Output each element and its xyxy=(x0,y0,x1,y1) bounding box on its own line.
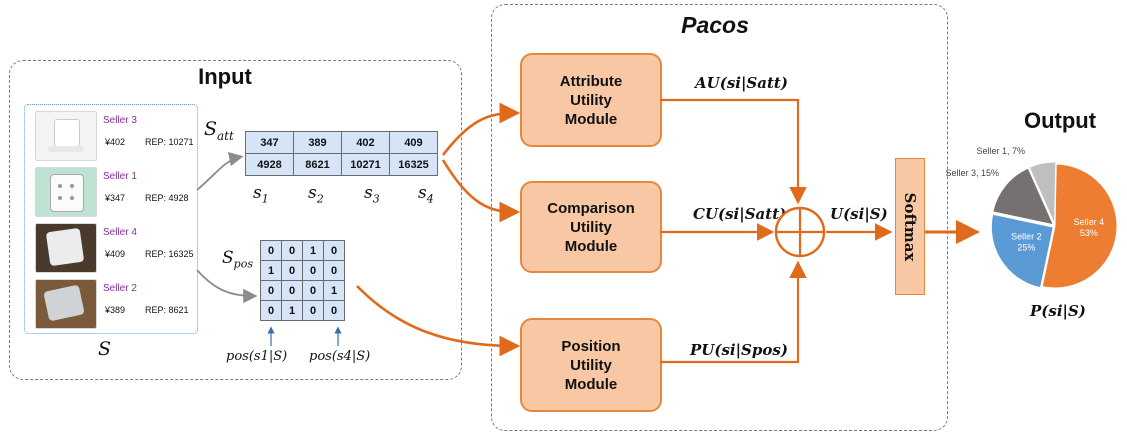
seller-price: ¥409 xyxy=(105,249,126,259)
seller-row: Seller 1 ¥347 REP: 4928 xyxy=(31,165,195,217)
input-title: Input xyxy=(198,64,252,89)
seller-rep: REP: 8621 xyxy=(145,305,189,315)
s-pos-label: Spos xyxy=(222,248,253,271)
reputation-cell: 16325 xyxy=(389,153,438,176)
pacos-container xyxy=(491,4,948,431)
column-label-s1: s1 xyxy=(253,183,269,206)
seller-rep: REP: 4928 xyxy=(145,193,189,203)
column-label-s2: s2 xyxy=(308,183,324,206)
att-to-comparison-arrow xyxy=(441,159,521,223)
attribute-table: 347 389 402 409 4928 8621 10271 16325 xyxy=(245,131,438,176)
pie-slice xyxy=(992,167,1055,226)
seller-list: Seller 3 ¥402 REP: 10271 Seller 1 ¥347 R… xyxy=(24,104,198,334)
p-formula: P(si|S) xyxy=(1030,302,1086,320)
matrix-cell: 0 xyxy=(302,300,324,321)
seller-row: Seller 2 ¥389 REP: 8621 xyxy=(31,277,195,329)
output-title: Output xyxy=(1023,108,1097,133)
seller-name: Seller 3 xyxy=(103,115,137,126)
pos-to-position-arrow xyxy=(356,285,521,357)
product-image xyxy=(35,279,97,329)
matrix-cell: 1 xyxy=(260,260,282,281)
cu-formula: CU(si|Satt) xyxy=(693,205,787,223)
seller-set-label: S xyxy=(98,338,112,360)
seller-name: Seller 1 xyxy=(103,171,137,182)
position-annotation-left: pos(s1|S) xyxy=(226,349,288,364)
seller-rep: REP: 10271 xyxy=(145,137,194,147)
att-to-attribute-arrow xyxy=(441,102,521,156)
seller-row: Seller 3 ¥402 REP: 10271 xyxy=(31,109,195,161)
matrix-cell: 1 xyxy=(281,300,303,321)
attribute-utility-module: Attribute Utility Module xyxy=(520,53,662,147)
pu-formula: PU(si|Spos) xyxy=(690,341,788,359)
matrix-cell: 1 xyxy=(302,240,324,261)
u-formula: U(si|S) xyxy=(830,205,888,223)
position-matrix: 0 0 1 0 1 0 0 0 0 0 0 1 0 1 0 0 xyxy=(260,240,345,321)
product-image xyxy=(35,167,97,217)
pie-slice xyxy=(990,213,1054,289)
seller-to-pos-arrow xyxy=(196,269,258,304)
seller-price: ¥347 xyxy=(105,193,126,203)
comparison-utility-module: Comparison Utility Module xyxy=(520,181,662,273)
matrix-cell: 0 xyxy=(302,280,324,301)
au-formula: AU(si|Satt) xyxy=(695,74,788,92)
product-image xyxy=(35,111,97,161)
matrix-cell: 0 xyxy=(323,300,345,321)
attribute-output-line xyxy=(660,98,807,205)
pie-label: Seller 1, 7% xyxy=(976,146,1025,156)
seller-row: Seller 4 ¥409 REP: 16325 xyxy=(31,221,195,273)
pie-label: Seller 3, 15% xyxy=(945,168,999,178)
pacos-title: Pacos xyxy=(681,12,749,38)
price-cell: 409 xyxy=(389,131,438,154)
seller-price: ¥389 xyxy=(105,305,126,315)
s-att-label: Satt xyxy=(204,118,234,143)
column-label-s4: s4 xyxy=(418,183,434,206)
seller-rep: REP: 16325 xyxy=(145,249,194,259)
seller-name: Seller 4 xyxy=(103,227,137,238)
softmax-layer: Softmax xyxy=(895,158,925,295)
reputation-cell: 10271 xyxy=(341,153,390,176)
position-utility-module: Position Utility Module xyxy=(520,318,662,412)
product-image xyxy=(35,223,97,273)
reputation-cell: 4928 xyxy=(245,153,294,176)
matrix-cell: 1 xyxy=(323,280,345,301)
seller-price: ¥402 xyxy=(105,137,126,147)
price-cell: 389 xyxy=(293,131,342,154)
pie-slice xyxy=(1028,161,1057,225)
matrix-cell: 0 xyxy=(260,300,282,321)
pie-slice xyxy=(1041,163,1118,289)
seller-name: Seller 2 xyxy=(103,283,137,294)
column-label-s3: s3 xyxy=(364,183,380,206)
input-container xyxy=(9,60,462,380)
matrix-cell: 0 xyxy=(260,240,282,261)
position-output-line xyxy=(660,260,807,364)
seller-to-att-arrow xyxy=(196,152,244,191)
position-annotation-right: pos(s4|S) xyxy=(309,349,371,364)
